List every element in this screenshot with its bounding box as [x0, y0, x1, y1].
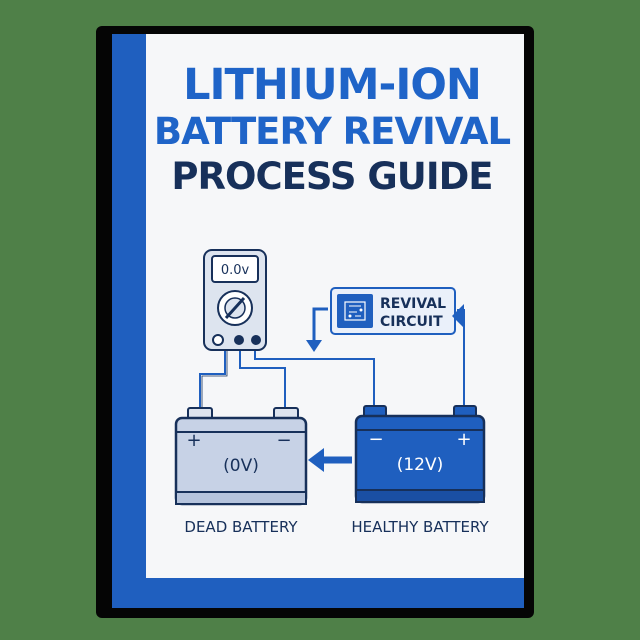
- cover-spine-stripe: [112, 34, 146, 608]
- book-cover: LITHIUM-ION BATTERY REVIVAL PROCESS GUID…: [112, 34, 524, 608]
- title-line-1: LITHIUM-ION: [183, 60, 482, 110]
- dead-battery: [174, 407, 308, 506]
- wire-meter-to-dead-negative: [239, 346, 286, 418]
- title-line-2: BATTERY REVIVAL: [153, 110, 511, 153]
- healthy-battery-voltage: (12V): [397, 455, 444, 475]
- dead-battery-minus: −: [276, 430, 291, 451]
- cover-bottom-band: [112, 578, 524, 608]
- revival-circuit-box: [330, 287, 456, 335]
- healthy-battery: [354, 405, 486, 504]
- revival-diagram: 0.0v REVIVAL CIRCUIT: [174, 249, 489, 536]
- wires-outline: [201, 346, 228, 418]
- healthy-battery-caption: HEALTHY BATTERY: [351, 518, 489, 536]
- dead-battery-plus: +: [186, 430, 201, 451]
- circuit-label-line-2: CIRCUIT: [380, 314, 443, 330]
- wire-meter-to-healthy-negative: [254, 346, 375, 416]
- healthy-battery-minus: −: [368, 429, 383, 450]
- title-line-3: PROCESS GUIDE: [171, 155, 493, 198]
- arrow-left-icon: [308, 448, 352, 472]
- wire-meter-to-dead-positive: [199, 346, 226, 418]
- arrow-down-icon: [306, 307, 328, 352]
- cover-title: LITHIUM-ION BATTERY REVIVAL PROCESS GUID…: [152, 60, 512, 198]
- dead-battery-caption: DEAD BATTERY: [184, 518, 298, 536]
- meter-reading: 0.0v: [221, 263, 250, 278]
- circuit-label-line-1: REVIVAL: [380, 296, 446, 312]
- chip-icon: [337, 294, 373, 328]
- healthy-battery-plus: +: [456, 429, 471, 450]
- arrow-up-icon: [452, 304, 464, 328]
- dead-battery-voltage: (0V): [223, 456, 259, 476]
- multimeter-icon: [203, 249, 267, 351]
